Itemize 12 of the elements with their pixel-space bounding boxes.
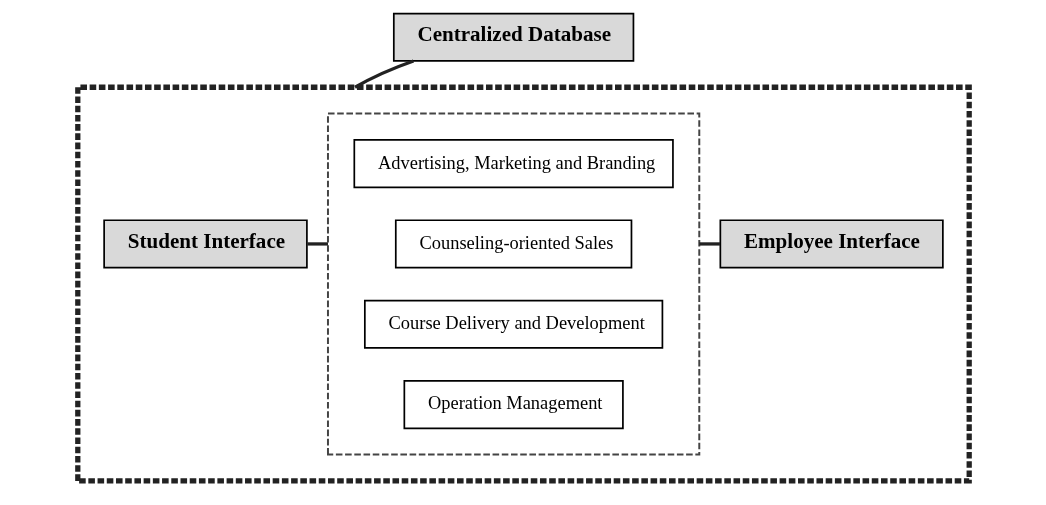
node-box: Counseling-oriented Sales <box>394 219 632 269</box>
cluster <box>326 112 700 456</box>
node-box: Course Delivery and Development <box>363 299 663 349</box>
node-box: Employee Interface <box>719 219 944 269</box>
connector <box>306 242 328 246</box>
connector <box>353 59 414 89</box>
node-box: Centralized Database <box>392 12 634 62</box>
cluster <box>74 84 972 484</box>
node-box: Student Interface <box>102 219 308 269</box>
connector <box>698 242 720 246</box>
node-box: Operation Management <box>403 380 624 430</box>
node-box: Advertising, Marketing and Branding <box>352 139 674 189</box>
